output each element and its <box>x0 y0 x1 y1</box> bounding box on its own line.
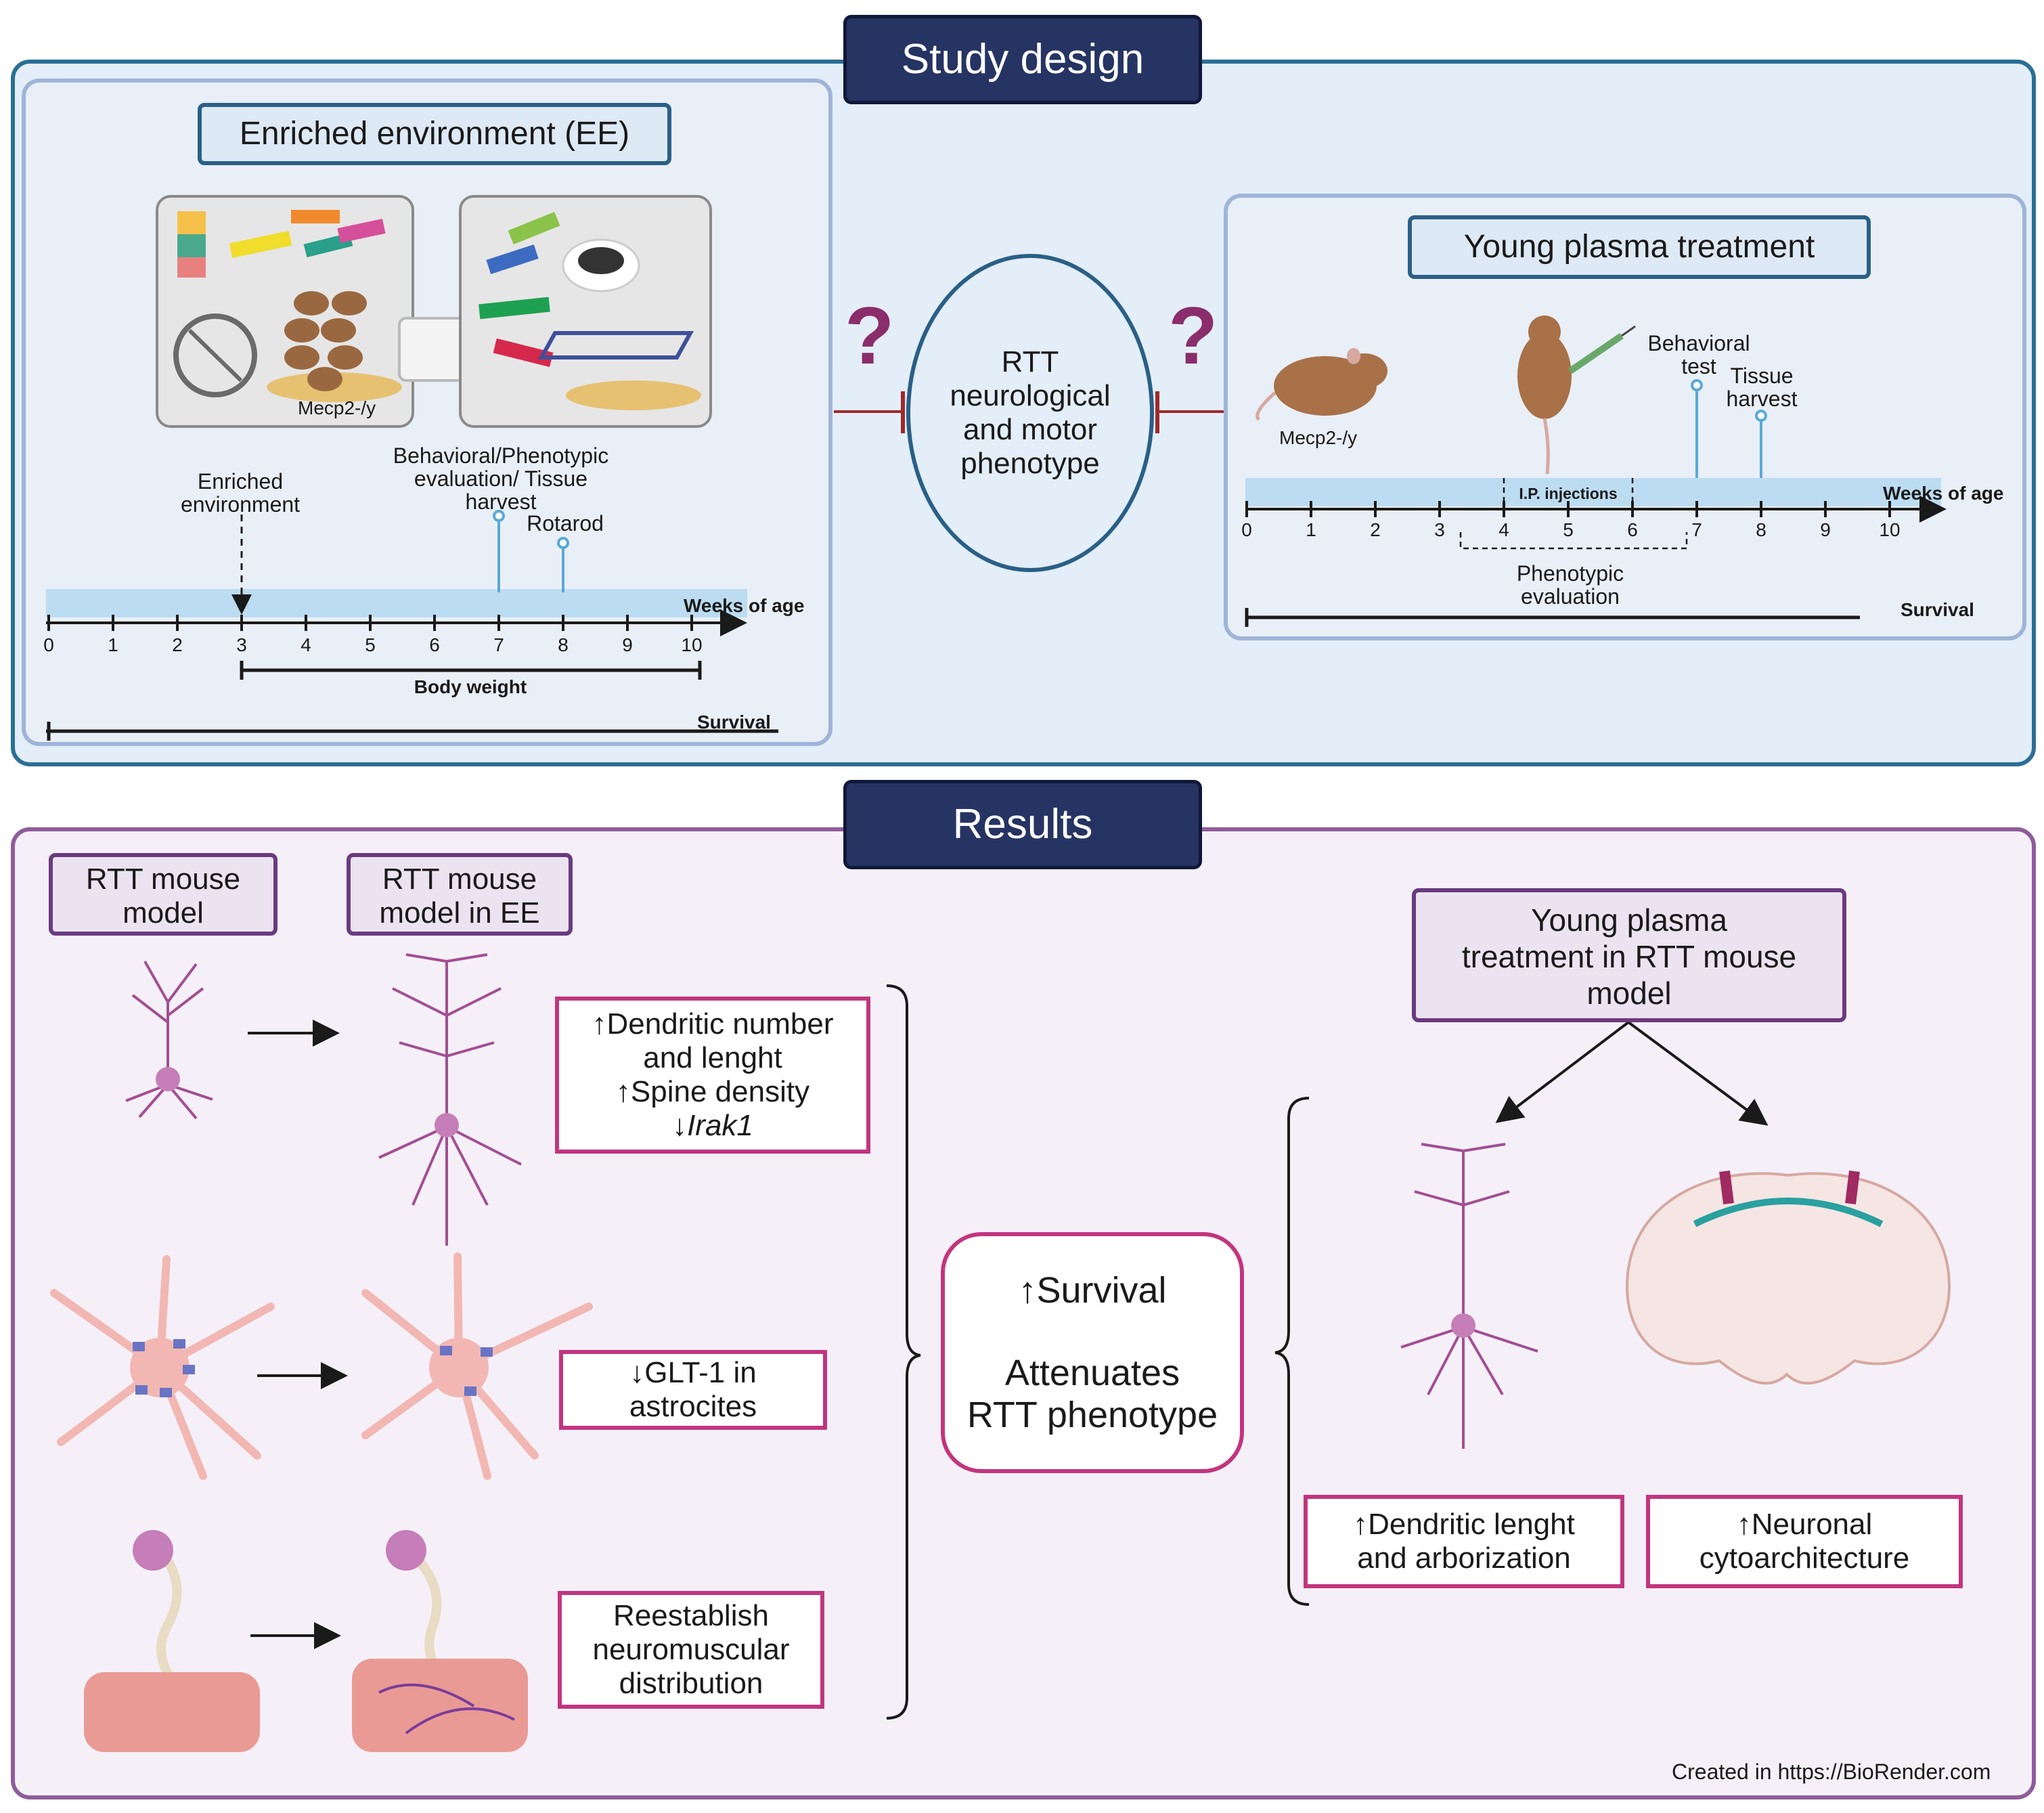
yp-survival: Survival <box>1901 599 1974 620</box>
yp-tick-1: 1 <box>1306 519 1316 540</box>
biorender-credit: Created in https://BioRender.com <box>1672 1760 1991 1784</box>
yp-branch-arrows <box>1495 1021 1769 1126</box>
brace-right <box>1274 1097 1310 1606</box>
ee-timeline <box>46 510 778 741</box>
neuromuscular-ee <box>352 1530 528 1752</box>
yp-tick-3: 3 <box>1434 519 1445 540</box>
ee-event-rotarod: Rotarod <box>527 511 604 536</box>
yp-tick-5: 5 <box>1563 519 1574 540</box>
yp-tick-8: 8 <box>1756 519 1767 540</box>
yp-tick-10: 10 <box>1879 519 1901 540</box>
results-title: Results <box>952 801 1093 848</box>
ee-tick-0: 0 <box>43 634 54 655</box>
neuron-rtt <box>125 961 213 1120</box>
yp-timeline <box>1245 379 1947 627</box>
ee-title: Enriched environment (EE) <box>239 116 630 152</box>
ee-tick-2: 2 <box>172 634 183 655</box>
astrocyte-ee <box>361 1252 593 1480</box>
study-design-header: Study design <box>843 15 1202 104</box>
yp-tick-6: 6 <box>1627 519 1638 540</box>
ee-tick-7: 7 <box>493 634 504 655</box>
ee-axis-label: Weeks of age <box>684 595 805 616</box>
astrocyte-rtt <box>50 1255 275 1480</box>
ee-tick-10: 10 <box>681 634 703 655</box>
center-phenotype-ellipse <box>906 254 1154 572</box>
yp-tick-9: 9 <box>1820 519 1831 540</box>
ee-tick-4: 4 <box>301 634 311 655</box>
study-design-title: Study design <box>901 36 1145 83</box>
question-mark-left: ? <box>845 290 895 381</box>
yp-mouse-injection <box>1517 315 1636 475</box>
yp-title-box: Young plasma treatment <box>1408 215 1871 279</box>
yp-tick-7: 7 <box>1691 519 1702 540</box>
inhibition-arrows <box>834 391 1224 433</box>
brace-left <box>886 984 921 1720</box>
ee-tick-8: 8 <box>558 634 569 655</box>
yp-tick-4: 4 <box>1498 519 1509 540</box>
ee-tick-6: 6 <box>429 634 440 655</box>
yp-tick-0: 0 <box>1241 519 1252 540</box>
ee-tick-1: 1 <box>108 634 118 655</box>
yp-ip-injections: I.P. injections <box>1519 485 1618 502</box>
ee-cage-right <box>459 195 712 428</box>
center-result-box: ↑Survival Attenuates RTT phenotype <box>941 1232 1244 1473</box>
ee-title-box: Enriched environment (EE) <box>198 103 671 165</box>
yp-title: Young plasma treatment <box>1463 229 1815 265</box>
ee-mouse-genotype: Mecp2-/y <box>298 397 376 418</box>
question-mark-right: ? <box>1168 290 1218 381</box>
ee-cage-left <box>156 195 414 428</box>
brain-section <box>1625 1171 1951 1385</box>
yp-tick-2: 2 <box>1370 519 1381 540</box>
results-arrows <box>248 1020 348 1649</box>
yp-mouse-genotype: Mecp2-/y <box>1279 427 1358 448</box>
ee-tick-3: 3 <box>236 634 247 655</box>
results-header: Results <box>843 780 1202 869</box>
neuromuscular-rtt <box>84 1530 260 1752</box>
neuron-yp <box>1400 1143 1538 1449</box>
ee-tick-5: 5 <box>365 634 376 655</box>
survival-text: ↑Survival <box>1018 1270 1167 1311</box>
ee-survival: Survival <box>697 712 771 733</box>
yp-mouse-side <box>1256 348 1387 421</box>
ee-body-weight: Body weight <box>414 676 527 697</box>
yp-axis-label: Weeks of age <box>1883 483 2004 504</box>
neuron-ee <box>378 953 522 1246</box>
ee-tick-9: 9 <box>622 634 633 655</box>
